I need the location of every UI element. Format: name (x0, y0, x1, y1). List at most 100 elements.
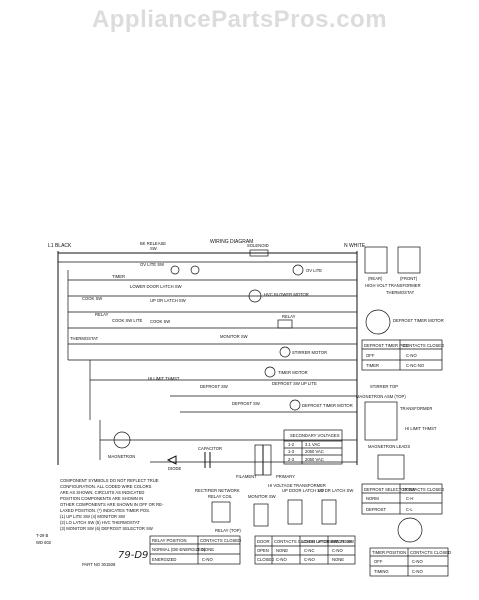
timer-position-table: TIMER POSITION CONTACTS CLOSED OFF C-NO … (369, 547, 451, 577)
leads-connector-pic (377, 454, 405, 480)
relay-pic (211, 501, 231, 523)
up-door-latch-label: UP DOOR LATCH SW (282, 488, 324, 493)
svg-text:C-NO: C-NO (406, 353, 417, 358)
svg-text:RELAY (TOP): RELAY (TOP) (215, 528, 241, 533)
svg-text:1-2: 1-2 (288, 442, 295, 447)
svg-text:2-3: 2-3 (288, 457, 295, 462)
part-number: PART NO 301508 (82, 562, 116, 567)
blower-motor-label: HVC BLOWER MOTOR (264, 292, 309, 297)
cook-sw-label: COOK SW (150, 319, 170, 324)
hi-limit-right-label: HI LIMIT THMST (405, 426, 437, 431)
svg-text:ARE AS SHOWN. CIRCUITS AS I: ARE AS SHOWN. CIRCUITS AS INDICATED (60, 490, 144, 495)
thermostat-symbol-1 (170, 265, 180, 275)
svg-text:OPEN: OPEN (257, 548, 269, 553)
svg-text:(2) LO LATCH SW (5) HVC THER: (2) LO LATCH SW (5) HVC THERMOSTAT (60, 520, 140, 525)
monitor-sw-label: MONITOR SW (220, 334, 248, 339)
svg-text:TIMING: TIMING (374, 569, 389, 574)
rear-label: (REAR) (368, 276, 383, 281)
svg-text:C-NO: C-NO (202, 557, 213, 562)
svg-text:ENERGIZED: ENERGIZED (152, 557, 176, 562)
svg-text:TIMER POSITION: TIMER POSITION (372, 550, 406, 555)
stirrer-top-label: STIRRER TOP (370, 384, 398, 389)
front-label: (FRONT) (400, 276, 418, 281)
sw-label: SW (150, 246, 157, 251)
ov-lite-label: OV LITE (306, 268, 322, 273)
svg-text:C-NO: C-NO (304, 557, 315, 562)
svg-text:C-NO: C-NO (332, 548, 343, 553)
svg-text:C-NC: C-NC (304, 548, 314, 553)
svg-text:OTHER COMPONENTS ARE SHOWN IN: OTHER COMPONENTS ARE SHOWN IN OFF OR RE- (60, 502, 164, 507)
svg-text:CONFIGURATION. ALL CODED WIRE: CONFIGURATION. ALL CODED WIRE COLORS (60, 484, 152, 489)
transformer-right-label: TRANSFORMER (400, 406, 432, 411)
svg-text:NONE: NONE (332, 557, 344, 562)
svg-text:COMPONENT SYMBOLS DO NOT REFLE: COMPONENT SYMBOLS DO NOT REFLECT TRUE (60, 478, 159, 483)
svg-text:CONTACTS CLOSED: CONTACTS CLOSED (200, 538, 241, 543)
svg-text:DEFROST: DEFROST (366, 507, 386, 512)
defrost-timer-right-label: DEFROST TIMER MOTOR (393, 318, 444, 323)
defrost-selector-table: DEFROST SELECTOR SW CONTACTS CLOSED NORM… (361, 483, 444, 515)
magnetron-label: MAGNETRON (108, 454, 135, 459)
svg-text:CONTACTS CLOSED: CONTACTS CLOSED (403, 487, 444, 492)
svg-text:C-L: C-L (406, 507, 413, 512)
diagram-title: WIRING DIAGRAM (210, 239, 253, 245)
svg-text:DEFROST TIMER POS: DEFROST TIMER POS (364, 343, 408, 348)
defrost-timer-table: DEFROST TIMER POS CONTACTS CLOSED OFF C-… (361, 339, 444, 371)
lo-latch-pic (321, 499, 337, 525)
cook-sw-2-label: COOK SW (82, 296, 102, 301)
svg-text:POSITION COMPONENTS ARE SHOWN: POSITION COMPONENTS ARE SHOWN IN (60, 496, 143, 501)
svg-text:CLOSED: CLOSED (257, 557, 274, 562)
svg-text:RELAY POSITION: RELAY POSITION (152, 538, 187, 543)
timer-motor-label: TIMER MOTOR (278, 370, 308, 375)
svg-text:1-3: 1-3 (288, 449, 295, 454)
relay-position-table: RELAY (TOP) RELAY POSITION CONTACTS CLOS… (149, 528, 241, 565)
up-latch-label: UP OR LATCH SW (150, 298, 186, 303)
defrost-timer-motor (289, 399, 301, 411)
solenoid-coil (249, 249, 269, 257)
defrost-timer-pic (365, 309, 391, 335)
svg-text:TIMER: TIMER (366, 363, 379, 368)
line-n-label: N WHITE (344, 243, 366, 249)
capacitor-symbol (204, 452, 211, 468)
svg-text:LAXED POSITION. (*) INDICATES: LAXED POSITION. (*) INDICATES TIMER POS. (60, 508, 150, 513)
blower-motor (248, 289, 262, 303)
secondary-voltage-table: SECONDARY VOLTAGES 1-2 3.1 VAC 1-3 2050 … (283, 429, 343, 465)
magnetron-leads-label: MAGNETRON LEADS (368, 444, 410, 449)
svg-text:CONTACTS CLOSED UP OR LATCH SW: CONTACTS CLOSED UP OR LATCH SW (274, 539, 352, 544)
stirrer-motor (279, 346, 291, 358)
svg-text:LO OR LATCH SW: LO OR LATCH SW (302, 539, 338, 544)
relay-lite-label: RELAY (95, 312, 109, 317)
solenoid-label: SOLENOID (247, 243, 269, 248)
left-code-2: WD 602 (36, 540, 52, 545)
hv-transformer-label: HI VOLTAGE TRANSFORMER (268, 483, 326, 488)
rear-transformer-pic (364, 246, 388, 274)
thermostat-label: THERMOSTAT (70, 336, 99, 341)
svg-text:(3) MONITOR SW (6) DEFROST S: (3) MONITOR SW (6) DEFROST SELECTOR SW (60, 526, 153, 531)
svg-text:CONTACTS CLOSED: CONTACTS CLOSED (410, 550, 451, 555)
ov-lite-bulb (292, 264, 304, 276)
relay-right-label: RELAY (282, 314, 296, 319)
timer-motor (264, 366, 276, 378)
diode-symbol (166, 455, 177, 465)
cook-sw-lite-label: COOK SW LITE (112, 318, 142, 323)
capacitor-label: CAPACITOR (198, 446, 222, 451)
svg-text:NORM: NORM (366, 496, 379, 501)
magnetron-symbol (113, 431, 131, 449)
thermostat-symbol-2 (190, 265, 200, 275)
primary-label: PRIMARY (276, 474, 295, 479)
svg-text:NORMAL (DE-ENERGIZED): NORMAL (DE-ENERGIZED) (152, 547, 206, 552)
svg-text:NONE: NONE (276, 548, 288, 553)
svg-text:(1) UP LITE SW (4) MONITOR S: (1) UP LITE SW (4) MONITOR SW (60, 514, 125, 519)
svg-text:C-H: C-H (406, 496, 413, 501)
stirrer-motor-label: STIRRER MOTOR (292, 350, 327, 355)
rectifier-label: RECTIFIER NETWORK (195, 488, 240, 493)
hv-transformer-title: HIGH VOLT TRANSFORMER (365, 283, 421, 288)
svg-text:OFF: OFF (366, 353, 375, 358)
defrost-sw-label: DEFROST SW (200, 384, 228, 389)
svg-text:DEFROST SELECTOR SW: DEFROST SELECTOR SW (364, 487, 416, 492)
svg-text:3.1 VAC: 3.1 VAC (305, 442, 320, 447)
svg-text:SECONDARY VOLTAGES: SECONDARY VOLTAGES (290, 433, 340, 438)
timer-pic (397, 517, 423, 543)
notes-block: COMPONENT SYMBOLS DO NOT REFLECT TRUE CO… (60, 478, 164, 531)
lo-dr-latch-label: LO DR LATCH SW (318, 488, 353, 493)
